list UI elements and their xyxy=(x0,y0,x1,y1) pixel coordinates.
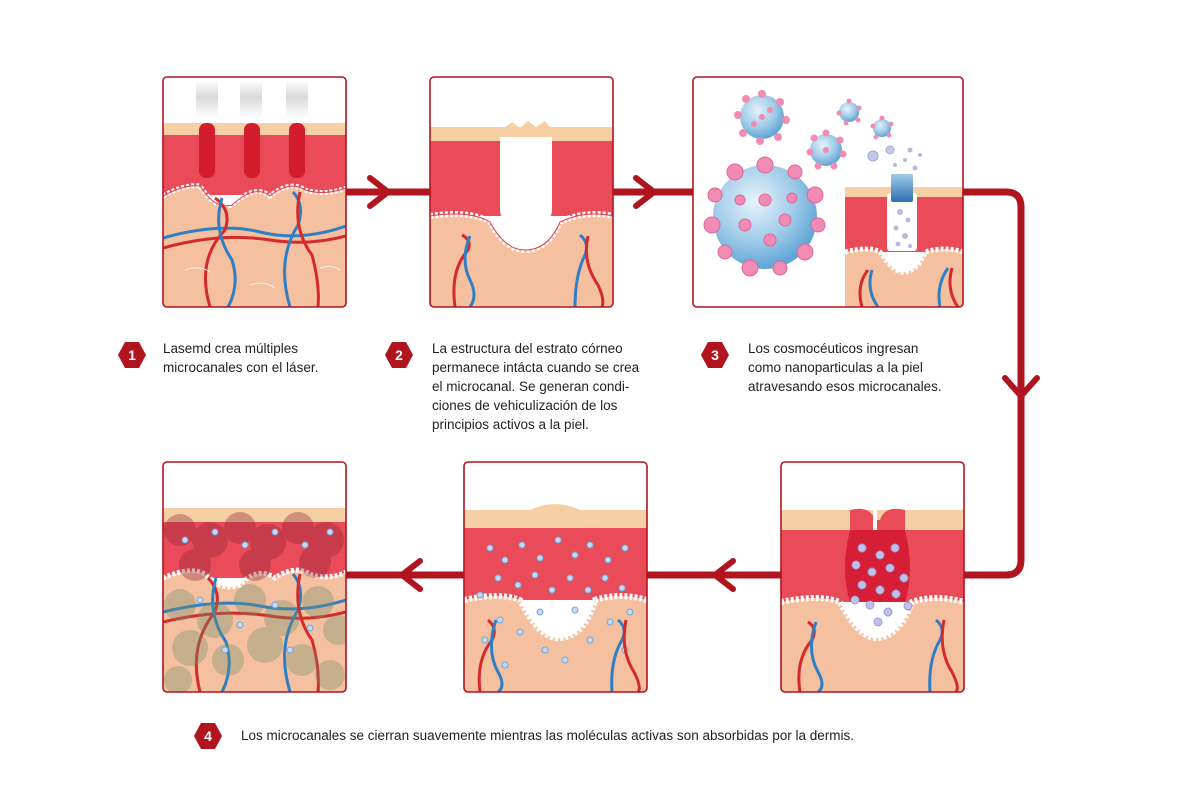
step-1-line-1: Lasemd crea múltiples xyxy=(163,341,299,356)
step-4-text: Los microcanales se cierran suavemente m… xyxy=(241,726,854,745)
step-1-badge: 1 xyxy=(117,340,147,370)
panel-3-border xyxy=(692,76,964,308)
nanoparticle-large xyxy=(703,156,826,277)
nanoparticle-tiny xyxy=(867,145,895,162)
panel-6-regeneration xyxy=(163,462,346,692)
step-2-line-5: principios activos a la piel. xyxy=(432,417,589,432)
hexagon-icon xyxy=(701,342,729,368)
step-2-number: 2 xyxy=(395,347,403,363)
panel-5-dispersion xyxy=(464,462,647,692)
panel-2-border xyxy=(429,76,614,308)
panel-6-border xyxy=(162,461,347,693)
panel-4-absorption xyxy=(781,462,964,692)
step-3-line-2: como nanoparticulas a la piel xyxy=(748,360,923,375)
step-1-text: Lasemd crea múltiples microcanales con e… xyxy=(163,339,318,377)
step-1-number: 1 xyxy=(128,347,136,363)
microchannel xyxy=(500,137,552,225)
step-4-badge: 4 xyxy=(193,721,223,751)
laser-beam xyxy=(240,80,262,118)
step-3-text: Los cosmocéuticos ingresan como nanopart… xyxy=(748,339,942,396)
panel-4-border xyxy=(780,461,965,693)
arrow-heads xyxy=(367,175,1040,592)
chevron-left-icon xyxy=(399,558,423,592)
chevron-right-icon xyxy=(633,175,657,209)
nanoparticle-medium xyxy=(806,129,847,170)
laser-beam xyxy=(196,80,218,118)
step-2-line-4: ciones de vehiculización de los xyxy=(432,398,618,413)
hexagon-icon xyxy=(194,723,222,749)
step-2-line-2: permanece intácta cuando se crea xyxy=(432,360,640,375)
step-3-line-3: atravesando esos microcanales. xyxy=(748,379,942,394)
panel-1-laser-channels xyxy=(163,77,346,307)
panel-1-border xyxy=(162,76,347,308)
serum-vial xyxy=(891,174,913,202)
hexagon-icon xyxy=(118,342,146,368)
panel-5-border xyxy=(463,461,648,693)
step-4-number: 4 xyxy=(204,728,212,744)
chevron-down-icon xyxy=(1002,375,1040,399)
step-3-badge: 3 xyxy=(700,340,730,370)
step-2-text: La estructura del estrato córneo permane… xyxy=(432,339,639,434)
step-2-line-1: La estructura del estrato córneo xyxy=(432,341,623,356)
step-4-line-1: Los microcanales se cierran suavemente m… xyxy=(241,728,855,743)
hexagon-icon xyxy=(385,342,413,368)
step-3-number: 3 xyxy=(711,347,719,363)
panel-3-nanoparticles xyxy=(693,77,963,307)
step-2-badge: 2 xyxy=(384,340,414,370)
step-1-line-2: microcanales con el láser. xyxy=(163,360,319,375)
step-2-line-3: el microcanal. Se generan condi- xyxy=(432,379,630,394)
arrow-3-to-4 xyxy=(959,188,1025,579)
step-3-line-1: Los cosmocéuticos ingresan xyxy=(748,341,919,356)
chevron-left-icon xyxy=(712,558,736,592)
nanoparticle-medium xyxy=(734,90,790,145)
nanoparticle-small xyxy=(870,115,894,140)
laser-beam xyxy=(286,80,308,118)
nanoparticle-small xyxy=(836,98,862,126)
panel-2-microchannel xyxy=(430,77,613,307)
chevron-right-icon xyxy=(367,175,391,209)
